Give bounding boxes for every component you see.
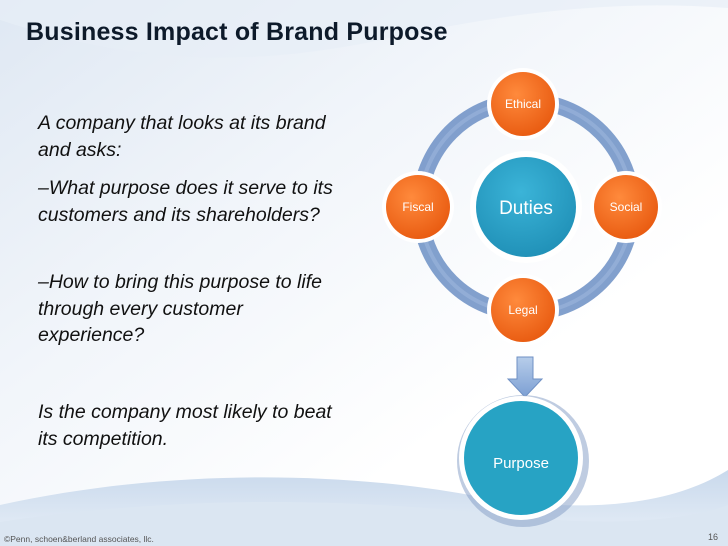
body-conclusion: Is the company most likely to beat its c…: [38, 401, 332, 450]
node-fiscal: Fiscal: [382, 171, 454, 243]
purpose-circle: Purpose: [457, 395, 589, 527]
duties-center: Duties: [470, 151, 582, 263]
duties-center-label: Duties: [499, 198, 553, 219]
slide-title: Business Impact of Brand Purpose: [26, 18, 448, 46]
node-ethical-label: Ethical: [505, 97, 541, 111]
node-social-label: Social: [610, 200, 643, 214]
footer-copyright: ©Penn, schoen&berland associates, llc.: [4, 534, 154, 544]
node-legal: Legal: [487, 274, 559, 346]
body-question-2: –How to bring this purpose to life throu…: [38, 271, 322, 346]
node-legal-label: Legal: [508, 303, 537, 317]
page-number: 16: [708, 532, 719, 542]
purpose-label: Purpose: [493, 455, 549, 472]
node-ethical: Ethical: [487, 68, 559, 140]
body-question-1: –What purpose does it serve to its custo…: [38, 177, 333, 226]
down-arrow: [506, 356, 544, 398]
node-fiscal-label: Fiscal: [402, 200, 433, 214]
body-intro: A company that looks at its brand and as…: [38, 112, 326, 161]
node-social: Social: [590, 171, 662, 243]
